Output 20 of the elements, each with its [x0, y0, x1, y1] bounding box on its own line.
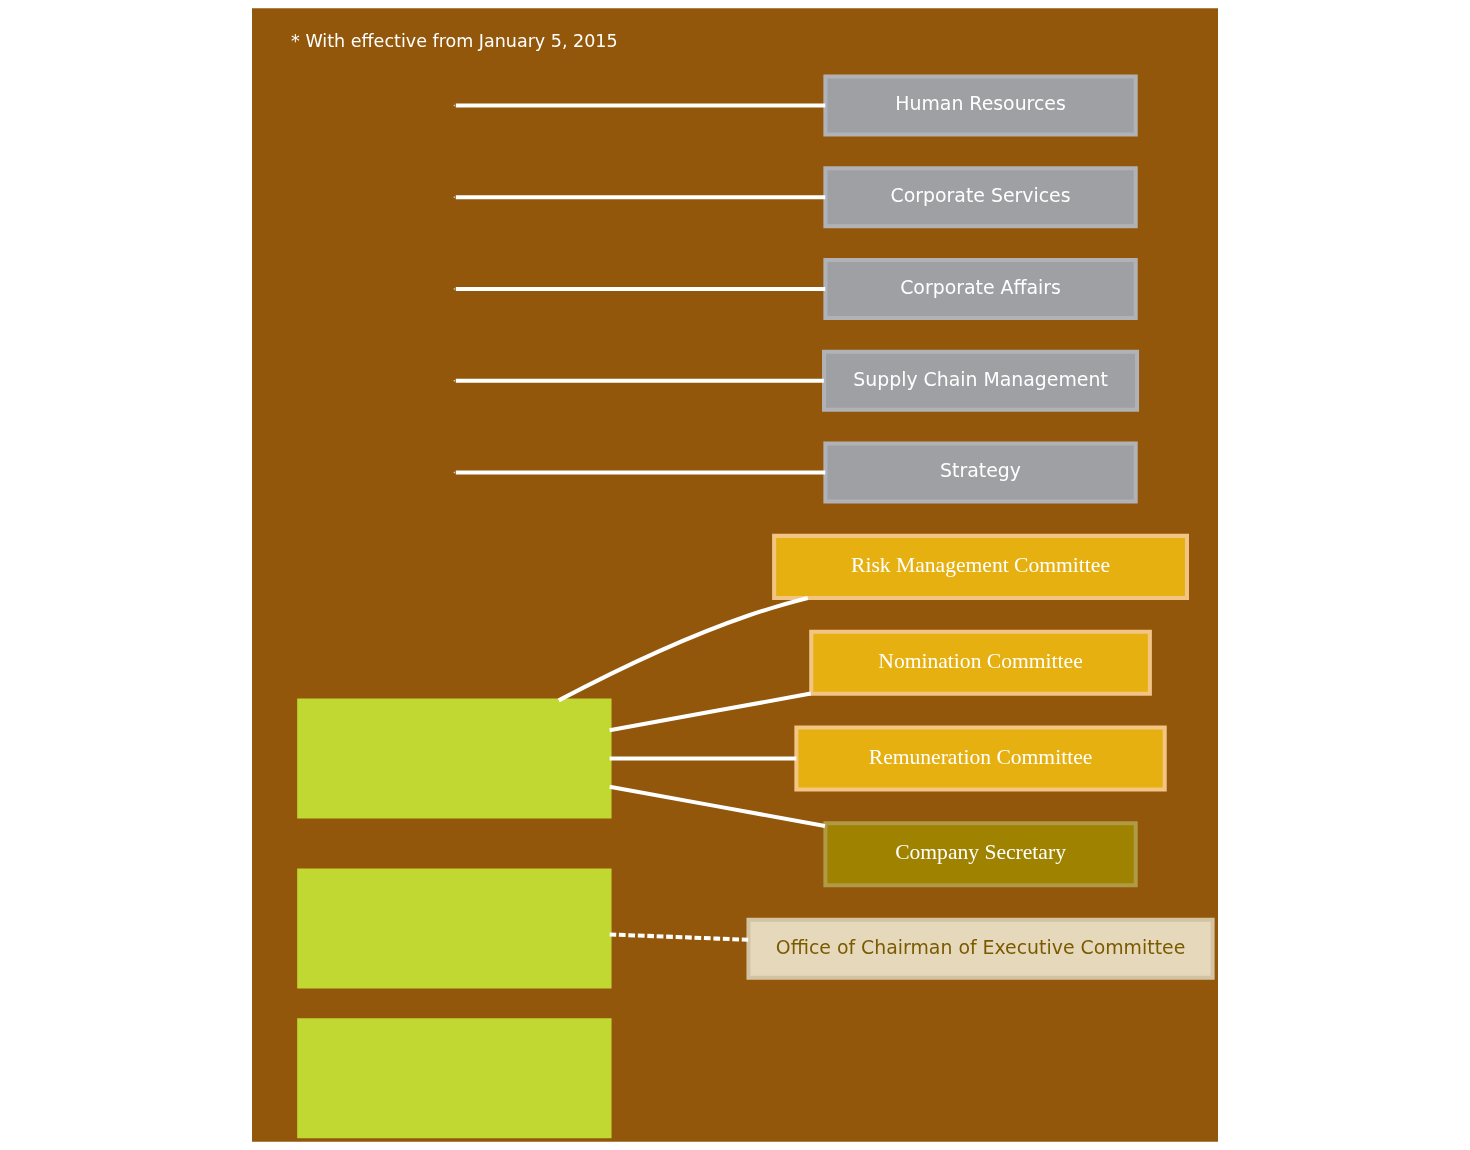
- node-box: Strategy: [823, 441, 1138, 504]
- node-box: Risk Management Committee: [772, 533, 1189, 600]
- connector: [609, 756, 797, 761]
- node-box: Remuneration Committee: [794, 725, 1167, 792]
- connector: [455, 286, 826, 291]
- node-box: Nomination Committee: [809, 629, 1152, 696]
- node-box: [297, 1018, 612, 1139]
- node-box: Supply Chain Management: [822, 349, 1140, 412]
- node-box: Corporate Services: [823, 166, 1138, 229]
- connector: [609, 932, 749, 942]
- connector: [609, 691, 812, 733]
- node-box: [297, 698, 612, 819]
- connector: [557, 596, 809, 703]
- label: * With effective from January 5, 2015: [291, 30, 618, 51]
- connector: [609, 784, 826, 829]
- node-box: Office of Chairman of Executive Committee: [746, 917, 1215, 980]
- node-box: Company Secretary: [823, 821, 1138, 888]
- node-box: Corporate Affairs: [823, 257, 1138, 320]
- node-box: [297, 868, 612, 989]
- node-box: Human Resources: [823, 74, 1138, 137]
